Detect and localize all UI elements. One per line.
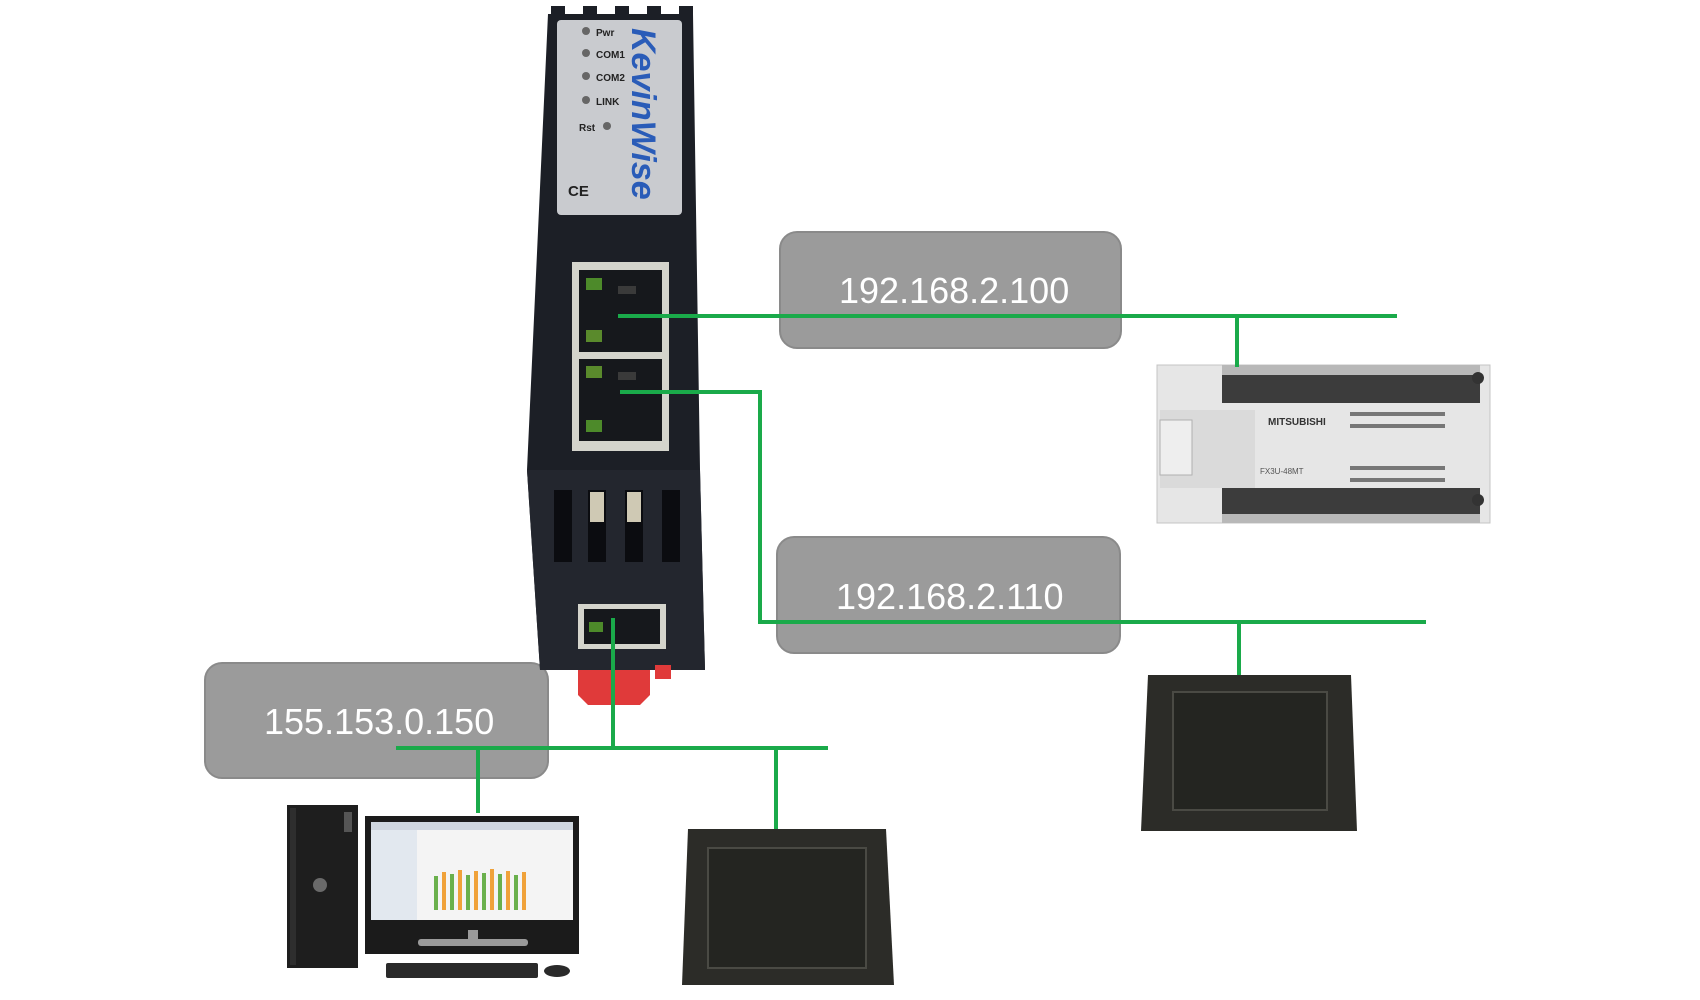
led-label-pwr: Pwr	[596, 28, 614, 39]
led-label-link: LINK	[596, 97, 620, 108]
led-label-com2: COM2	[596, 73, 625, 84]
reset-label: Rst	[579, 123, 596, 134]
screen-bar-chart	[434, 869, 526, 910]
ip-box-155-153-0-150: 155.153.0.150	[204, 662, 549, 779]
link-port2-bus	[620, 390, 1426, 624]
network-links	[396, 314, 1426, 829]
ethernet-port-icon	[579, 270, 662, 352]
led-label-com1: COM1	[596, 50, 625, 61]
plc-model-label: FX3U-48MT	[1260, 467, 1304, 476]
ce-mark: CE	[568, 183, 589, 200]
ip-box-192-168-2-100: 192.168.2.100	[779, 231, 1122, 349]
ip-box-192-168-2-110: 192.168.2.110	[776, 536, 1121, 654]
ip-label-192-168-2-100: 192.168.2.100	[839, 270, 1070, 311]
ip-label-192-168-2-110: 192.168.2.110	[836, 576, 1064, 617]
brand-logo: KevinWise	[624, 28, 662, 200]
ethernet-port-icon	[579, 359, 662, 441]
touch-panel-icon	[682, 829, 894, 985]
plc-brand-label: MITSUBISHI	[1268, 417, 1326, 428]
status-led-icons	[582, 27, 611, 130]
ip-label-155-153-0-150: 155.153.0.150	[264, 701, 495, 742]
ethernet-port-icon	[584, 609, 660, 644]
industrial-gateway-icon: Pwr COM1 COM2 LINK Rst CE KevinWise	[527, 6, 705, 705]
touch-panel-icon	[1141, 675, 1357, 831]
plc-icon: MITSUBISHI FX3U-48MT	[1156, 364, 1491, 524]
desktop-pc-icon	[287, 805, 579, 978]
